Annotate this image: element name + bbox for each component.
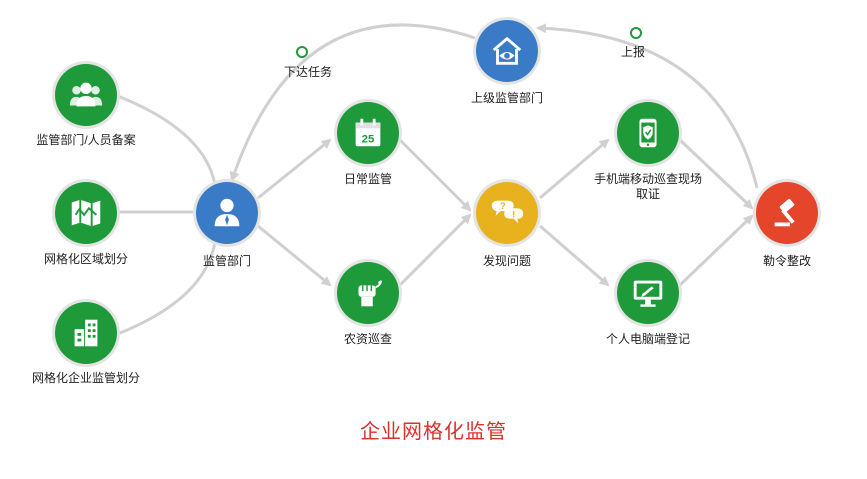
- people-icon: [69, 82, 103, 107]
- connector-rectify-superior: [536, 23, 759, 189]
- problem-node[interactable]: ? !: [476, 182, 538, 244]
- connector-problem-mobile: [539, 138, 610, 200]
- department-node[interactable]: [196, 182, 258, 244]
- report-flow-label: 上报: [621, 45, 646, 59]
- connector-enterprise-department: [114, 241, 217, 337]
- calendar-icon: 25: [355, 118, 381, 147]
- superior-node[interactable]: [476, 20, 538, 82]
- gavel-icon: [774, 198, 795, 227]
- connector-daily-problem: [398, 138, 472, 212]
- map-icon: [71, 199, 101, 227]
- connector-mobile-rectify: [678, 138, 754, 210]
- building-icon: [74, 319, 98, 347]
- agri-label: 农资巡查: [343, 332, 392, 346]
- daily-node[interactable]: 25: [337, 102, 399, 164]
- mobile-label: 手机端移动巡查现场取证: [593, 172, 702, 201]
- department-label: 监管部门: [202, 254, 251, 268]
- house-eye-icon: [492, 37, 522, 65]
- problem-label: 发现问题: [482, 254, 531, 268]
- svg-text:?: ?: [500, 201, 506, 212]
- area-label: 网格化区域划分: [43, 252, 128, 266]
- personnel-label: 监管部门/人员备案: [36, 133, 136, 147]
- superior-label: 上级监管部门: [470, 91, 543, 105]
- diagram-title: 企业网格化监管: [360, 421, 507, 443]
- phone-shield-icon: [639, 118, 657, 148]
- monitor-icon: [633, 280, 663, 307]
- connector-personnel-department: [114, 93, 217, 186]
- report-dot: [630, 27, 642, 39]
- assign-flow-label: 下达任务: [284, 65, 333, 79]
- pc-label: 个人电脑端登记: [605, 332, 690, 346]
- person-icon: [214, 198, 240, 227]
- connector-agri-problem: [398, 213, 472, 287]
- rectify-node[interactable]: [756, 182, 818, 244]
- fist-icon: [358, 280, 383, 307]
- area-node[interactable]: [55, 182, 117, 244]
- connector-problem-pc: [539, 224, 610, 287]
- agri-node[interactable]: [337, 262, 399, 324]
- connector-pc-rectify: [678, 214, 754, 287]
- calendar-day: 25: [362, 134, 375, 146]
- connector-department-agri: [257, 224, 332, 287]
- personnel-node[interactable]: [55, 64, 117, 126]
- connector-department-daily: [257, 138, 332, 200]
- daily-label: 日常监管: [343, 172, 392, 186]
- enterprise-node[interactable]: [55, 302, 117, 364]
- mobile-node[interactable]: [617, 102, 679, 164]
- pc-node[interactable]: [617, 262, 679, 324]
- connector-superior-department: [229, 23, 476, 182]
- rectify-label: 勒令整改: [762, 254, 811, 268]
- svg-text:!: !: [512, 209, 515, 220]
- assign-dot: [296, 46, 308, 58]
- question-bubble-icon: ? !: [491, 200, 524, 224]
- enterprise-label: 网格化企业监管划分: [31, 371, 140, 385]
